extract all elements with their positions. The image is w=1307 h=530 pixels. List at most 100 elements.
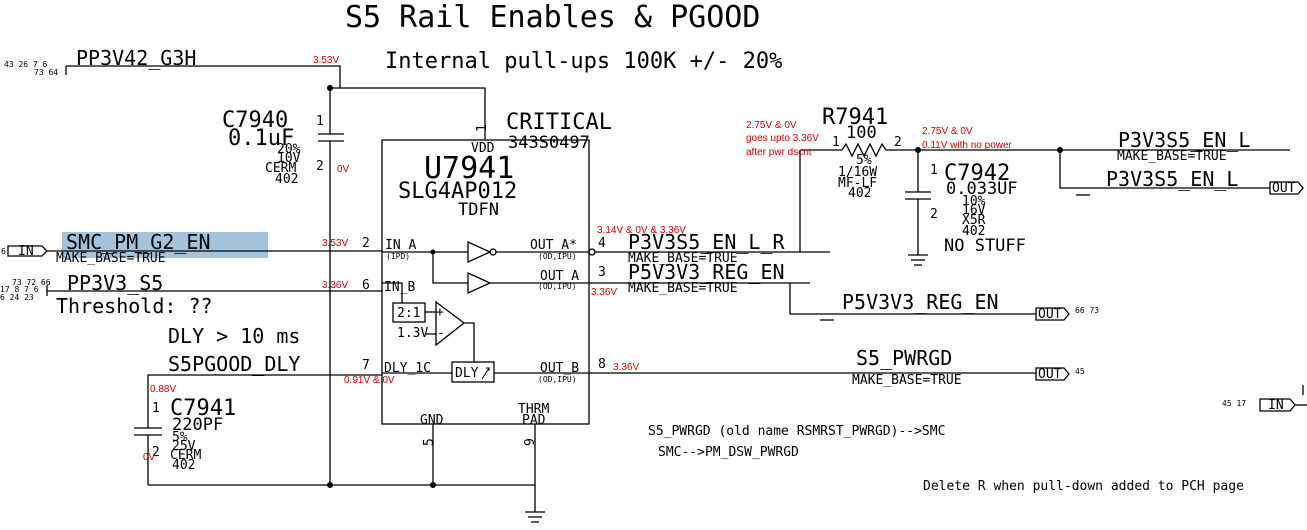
meas-c7941-bot: 0V — [143, 452, 156, 463]
p5v3v3-refs: 66 73 — [1075, 306, 1099, 315]
p3v3s5-en-make: MAKE_BASE=TRUE — [1117, 149, 1227, 164]
in-port-smc-pm[interactable] — [7, 245, 48, 257]
out-port-label-p5v3v3: OUT — [1038, 307, 1062, 322]
note-smc: SMC-->PM_DSW_PWRGD — [658, 445, 799, 460]
ic-gnd-label: GND — [420, 413, 444, 428]
c7942-pin2: 2 — [930, 207, 938, 222]
out-port-label-p3v3s5: OUT — [1272, 181, 1296, 196]
c7940-pin2: 2 — [316, 159, 324, 174]
c7940-spec-2: 10V — [277, 151, 301, 166]
ic-critical: CRITICAL — [506, 110, 612, 135]
note-delete-r: Delete R when pull-down added to PCH pag… — [923, 479, 1244, 494]
buffer-gate — [467, 271, 492, 295]
c7940-ref: C7940 — [222, 108, 288, 133]
junction-in-a — [430, 249, 436, 255]
r7941-spec-3: MF-LF — [838, 176, 877, 191]
ic-dly-label: DLY_1C — [384, 361, 431, 376]
vdd-wire — [330, 87, 486, 140]
ref-voltage-label: 1.3V — [397, 326, 428, 341]
comparator-out — [464, 322, 475, 362]
ic-out-a-num: 3 — [598, 265, 606, 280]
right-in-refs: 45 17 — [1222, 399, 1246, 408]
r7941-resistor — [841, 142, 904, 158]
dly-arrow-icon — [481, 367, 490, 380]
ic-part: SLG4AP012 — [398, 179, 517, 204]
pp3v3-refs-1: 73 72 66 — [12, 278, 51, 287]
ic-in-a-label: IN_A — [385, 238, 416, 253]
ic-out-b-label: OUT_B — [540, 361, 579, 376]
in-port-right[interactable] — [1259, 398, 1296, 412]
c7942-pin1: 1 — [930, 163, 938, 178]
ic-out-a-note: (OD,IPU) — [538, 282, 577, 291]
c7942-value: 0.033UF — [946, 179, 1018, 199]
p3v3s5-port-route — [1059, 150, 1270, 189]
threshold-note: Threshold: ?? — [56, 294, 213, 318]
net-p3v3s5-en-l-r: P3V3S5_EN_L_R — [628, 230, 785, 254]
c7942-nostuff: NO STUFF — [944, 236, 1026, 256]
r7941-spec-2: 1/16W — [838, 165, 877, 180]
ic-in-b-label: IN_B — [384, 280, 415, 295]
out-port-s5-pwrgd[interactable] — [1035, 367, 1070, 381]
c7942-spec-4: 402 — [962, 224, 985, 239]
ic-out-a-star-note: (OD,IPU) — [538, 252, 577, 261]
junction-gnd-c7940 — [327, 482, 333, 488]
c7941-pin1: 1 — [152, 401, 160, 416]
ic-out-a-star-num: 4 — [598, 236, 606, 251]
meas-c7941-top: 0.88V — [150, 384, 176, 395]
s5-pwrgd-make: MAKE_BASE=TRUE — [852, 373, 962, 388]
meas-out-a-star: 3.14V & 0V & 3.36V — [597, 225, 686, 236]
note-s5-pwrgd: S5_PWRGD (old name RSMRST_PWRGD)-->SMC — [648, 424, 945, 439]
r7941-spec-1: 5% — [856, 153, 872, 168]
meas-r-left-1: 2.75V & 0V — [746, 120, 797, 131]
meas-dly: 0.91V & 0V — [344, 375, 395, 386]
c7940-pin1: 1 — [316, 114, 324, 129]
r7941-value: 100 — [846, 123, 877, 143]
ic-u7941-body — [381, 139, 590, 425]
divider-label: 2:1 — [397, 306, 420, 321]
c7941-ref: C7941 — [170, 396, 236, 421]
c7940-value: 0.1uF — [228, 126, 294, 151]
net-s5pgood-dly: S5PGOOD_DLY — [168, 352, 300, 376]
meas-in-b: 3.36V — [322, 280, 348, 291]
r7941-spec-4: 402 — [848, 186, 871, 201]
ic-out-b-note: (OD,IPU) — [538, 375, 577, 384]
meas-g3h: 3.53V — [313, 55, 339, 66]
out-a-star-bubble — [588, 248, 596, 256]
s5-pwrgd-ref: 45 — [1075, 367, 1085, 376]
ic-out-b-num: 8 — [598, 357, 606, 372]
net-smc-pm-g2-en: SMC_PM_G2_EN — [66, 230, 211, 254]
c7941-spec-1: 5% — [172, 430, 188, 445]
c7942-spec-2: 16V — [962, 203, 986, 218]
ic-vdd-pin-num: 1 — [475, 124, 490, 132]
meas-out-b: 3.36V — [613, 362, 639, 373]
c7941-spec-3: CERM — [170, 448, 201, 463]
net-p5v3v3-port: P5V3V3_REG_EN — [842, 290, 999, 314]
ic-pad-label: PAD — [522, 413, 546, 428]
comparator-minus: - — [437, 326, 445, 341]
c7941-value: 220PF — [172, 415, 223, 435]
ic-in-a-num: 2 — [362, 236, 370, 251]
c7942-spec-1: 10% — [962, 194, 986, 209]
diagram-subtitle: Internal pull-ups 100K +/- 20% — [385, 49, 782, 74]
r7941-ref: R7941 — [822, 105, 888, 130]
dly-block — [451, 361, 495, 383]
in-port-label-right: IN — [1268, 398, 1284, 413]
meas-c7940-bot: 0V — [337, 164, 350, 175]
ic-package: TDFN — [458, 200, 499, 220]
g3h-wire — [66, 65, 341, 88]
meas-in-a: 3.53V — [322, 238, 348, 249]
ic-refdes: U7941 — [424, 151, 514, 186]
in-port-label-smc-pm: IN — [18, 244, 34, 259]
out-port-p5v3v3[interactable] — [1035, 307, 1070, 321]
ic-thrm-num: 9 — [523, 438, 538, 446]
c7940-spec-1: 20% — [277, 142, 301, 157]
pp3v3-refs-2: 17 8 7 6 — [0, 285, 39, 294]
c7941-spec-2: 25V — [172, 439, 196, 454]
buffer-feed — [432, 252, 468, 284]
out-port-p3v3s5[interactable] — [1269, 181, 1304, 195]
net-p5v3v3-reg-en: P5V3V3_REG_EN — [628, 260, 785, 284]
comparator-plus: + — [436, 305, 444, 320]
c7940-spec-3: CERM — [265, 161, 296, 176]
g3h-refs-1: 43 26 7 6 — [4, 60, 48, 69]
